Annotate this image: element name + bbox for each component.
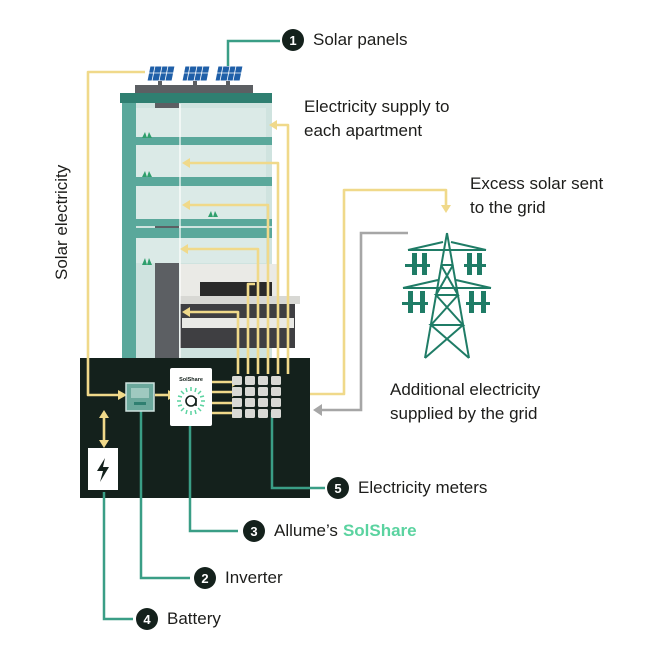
callout-number: 3 [243,520,265,542]
electricity-meter [258,387,268,396]
solar-electricity-label: Solar electricity [52,164,71,280]
electricity-meter [258,376,268,385]
solshare-brand-text: SolShare [342,521,417,540]
callout-number: 1 [282,29,304,51]
inverter [125,382,155,412]
grid-supply-label: Additional electricity supplied by the g… [390,380,541,423]
solshare-logo-icon [177,387,205,415]
battery [88,448,118,490]
solar-panels [146,65,244,85]
solar-panel-2 [181,65,211,85]
callout-solshare: 3 Allume’s SolShare [243,520,417,542]
electricity-meter [271,376,281,385]
solar-panel-3 [214,65,244,85]
callout-battery: 4 Battery [136,608,221,630]
electricity-meter [258,409,268,418]
electricity-meter [232,387,242,396]
transmission-tower-icon [402,232,492,359]
callout-number: 4 [136,608,158,630]
callout-text: Solar panels [313,30,408,49]
electricity-meter [245,409,255,418]
apartment-supply-label: Electricity supply to each apartment [304,97,450,140]
callout-number: 2 [194,567,216,589]
electricity-meter [245,387,255,396]
electricity-meter [232,398,242,407]
callout-text: Allume’s [274,521,338,540]
solar-flow-lines [86,70,448,415]
callout-solar-panels: 1 Solar panels [282,29,408,51]
electricity-meter [245,376,255,385]
tower-insulators [402,253,490,313]
callout-text: Battery [167,609,221,628]
electricity-meter [271,398,281,407]
lightning-bolt-icon [97,458,109,482]
callout-text: Electricity meters [358,478,488,497]
callout-leaders [102,39,325,621]
grid-supply-line [313,231,408,416]
electricity-meter [271,409,281,418]
solshare-device-label: SolShare [179,377,203,383]
callout-electricity-meters: 5 Electricity meters [327,477,487,499]
apartment-building [120,93,300,358]
callout-number: 5 [327,477,349,499]
callout-inverter: 2 Inverter [194,567,283,589]
electricity-meter [271,387,281,396]
electricity-meter [245,398,255,407]
electricity-meter [232,409,242,418]
solar-panel-1 [146,65,176,85]
electricity-meter [232,376,242,385]
callout-text: Inverter [225,568,283,587]
electricity-meter [258,398,268,407]
excess-solar-label: Excess solar sent to the grid [470,174,604,217]
solshare-device [170,368,212,426]
electricity-meters [232,376,281,418]
